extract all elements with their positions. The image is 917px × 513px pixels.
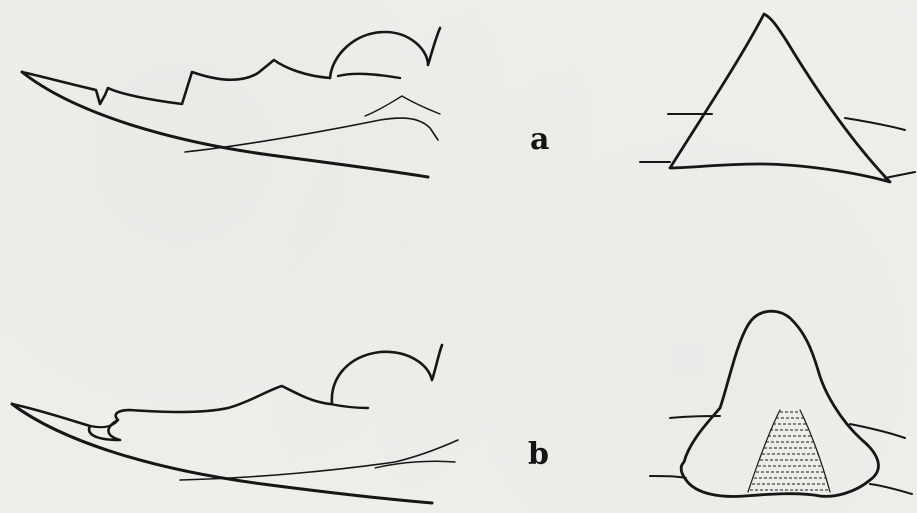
figure-a-inner-ridge (185, 118, 438, 152)
figure-a-side-line-lower-right (885, 172, 915, 178)
figure-b-lobe (90, 420, 118, 427)
figure-b-inner-ridge (180, 440, 458, 480)
figure-a-side-line-upper-right (845, 118, 905, 130)
figure-label-a: a (530, 125, 549, 155)
figure-a-inner-peak (365, 96, 440, 116)
figure-b-side-line-lower-right (870, 484, 912, 494)
figure-a-crest-base (338, 74, 400, 78)
figure-b-lower-margin (12, 404, 432, 503)
figure-b-bell-outline (681, 311, 878, 496)
figure-b-crest-base (330, 404, 368, 408)
figure-b-side-line-lower-left (650, 476, 686, 478)
figure-b-lateral-view (12, 345, 458, 503)
figure-a-dorsal-view (640, 14, 915, 182)
figure-a-crest (330, 28, 440, 78)
figure-b-patch-right-edge (800, 410, 830, 492)
figure-b-patch-left-edge (748, 410, 780, 492)
figure-a-lateral-view (22, 28, 440, 177)
figure-b-dorsal-view (650, 311, 912, 496)
figure-b-crest (332, 345, 442, 404)
figure-label-b: b (528, 440, 549, 470)
figure-a-upper-outline (22, 60, 330, 104)
figure-a-triangle-outline (670, 14, 890, 182)
figure-b-inner-line (375, 461, 455, 468)
